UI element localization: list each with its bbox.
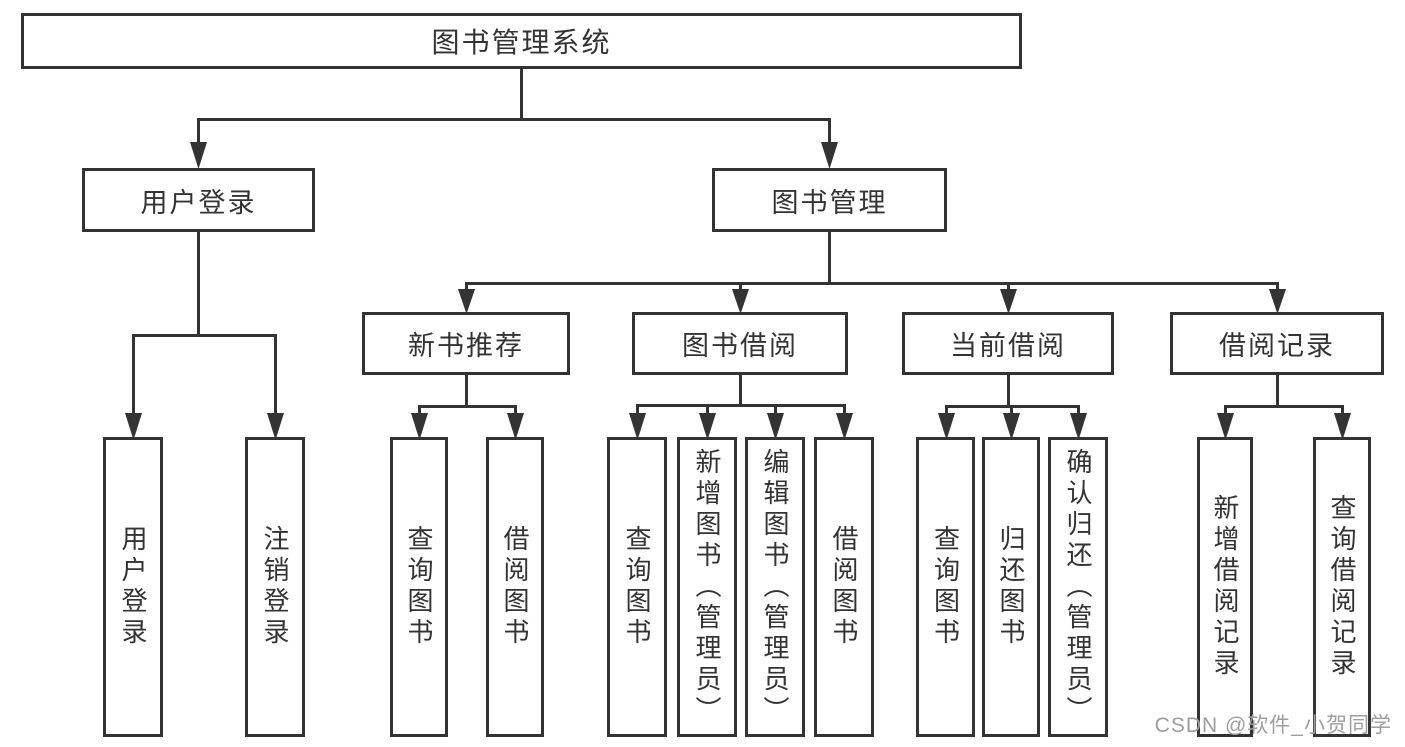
node-book-management: 图书管理 bbox=[712, 168, 947, 232]
node-new-book-recommendation: 新书推荐 bbox=[362, 312, 570, 375]
leaf-recommend-borrow-books: 借阅图书 bbox=[486, 437, 544, 737]
leaf-return-books: 归还图书 bbox=[982, 437, 1040, 737]
leaf-recommend-query-books: 查询图书 bbox=[390, 437, 448, 737]
node-borrowing-records: 借阅记录 bbox=[1170, 312, 1384, 375]
leaf-borrow-books: 借阅图书 bbox=[814, 437, 874, 737]
leaf-edit-books-admin: 编辑图书（管理员） bbox=[745, 437, 805, 737]
leaf-confirm-return-admin: 确认归还（管理员） bbox=[1048, 437, 1108, 737]
leaf-add-borrow-record: 新增借阅记录 bbox=[1197, 437, 1253, 737]
leaf-add-books-admin: 新增图书（管理员） bbox=[677, 437, 737, 737]
leaf-current-query-books: 查询图书 bbox=[916, 437, 975, 737]
leaf-logout: 注销登录 bbox=[245, 437, 305, 737]
node-current-borrowing: 当前借阅 bbox=[902, 312, 1114, 375]
node-user-login: 用户登录 bbox=[82, 168, 315, 232]
csdn-watermark: CSDN @软件_小贺同学 bbox=[1154, 714, 1392, 737]
node-book-borrowing: 图书借阅 bbox=[632, 312, 848, 375]
leaf-query-borrow-record: 查询借阅记录 bbox=[1313, 437, 1371, 737]
leaf-borrow-query-books: 查询图书 bbox=[607, 437, 667, 737]
leaf-user-login: 用户登录 bbox=[103, 437, 163, 737]
node-library-management-system: 图书管理系统 bbox=[21, 13, 1022, 69]
